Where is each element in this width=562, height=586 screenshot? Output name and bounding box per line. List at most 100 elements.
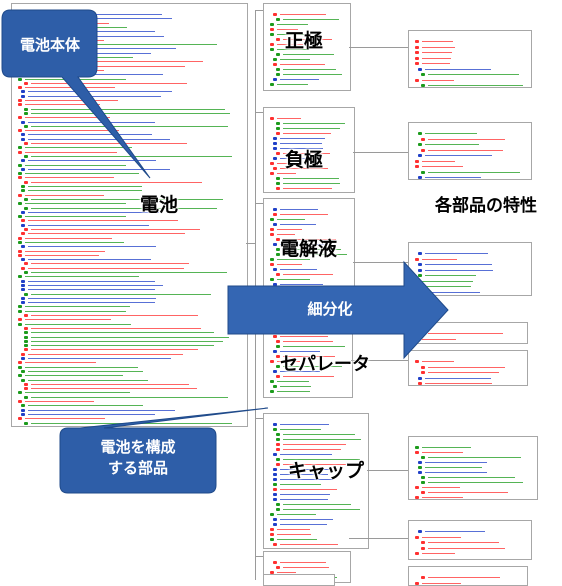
tree-line bbox=[270, 32, 346, 37]
tree-node-icon bbox=[24, 111, 28, 115]
tree-line bbox=[24, 107, 243, 112]
tree-line bbox=[21, 218, 243, 223]
tree-node-icon bbox=[273, 468, 277, 471]
tree-node-icon bbox=[18, 215, 22, 219]
tree-node-icon bbox=[415, 360, 419, 363]
tree-line bbox=[276, 17, 346, 22]
tree-node-icon bbox=[270, 263, 274, 266]
tree-node-icon bbox=[273, 147, 277, 150]
tree-line bbox=[21, 184, 243, 189]
tree-node-icon bbox=[276, 508, 280, 511]
tree-node-icon bbox=[273, 543, 277, 546]
tree-node-icon bbox=[24, 339, 28, 343]
tree-node-icon bbox=[418, 376, 422, 380]
tree-node-icon bbox=[21, 408, 25, 412]
tree-node-icon bbox=[415, 581, 419, 585]
tree-node-icon bbox=[276, 38, 280, 41]
tree-node-icon bbox=[276, 566, 280, 569]
tree-node-cap bbox=[263, 413, 369, 549]
tree-node-icon bbox=[273, 350, 277, 353]
tree-line bbox=[21, 257, 243, 262]
tree-line bbox=[415, 495, 533, 499]
tree-node-icon bbox=[21, 90, 25, 94]
tree-node-icon bbox=[24, 395, 28, 399]
tree-node-icon bbox=[276, 187, 280, 190]
tree-node-icon bbox=[270, 538, 274, 541]
tree-line bbox=[24, 270, 243, 275]
tree-node-icon bbox=[21, 245, 25, 249]
tree-line bbox=[418, 153, 527, 158]
tree-line bbox=[270, 22, 346, 27]
tree-line bbox=[273, 482, 364, 487]
tree-line bbox=[18, 249, 243, 254]
tree-line bbox=[270, 171, 350, 176]
tree-line bbox=[415, 551, 527, 556]
tree-node-icon bbox=[18, 86, 22, 90]
tree-node-icon bbox=[415, 56, 419, 60]
tree-line bbox=[276, 437, 364, 442]
tree-line bbox=[24, 261, 243, 266]
tree-node-icon bbox=[24, 180, 28, 184]
tree-node-icon bbox=[273, 137, 277, 140]
tree-line bbox=[273, 282, 350, 287]
tree-node-icon bbox=[421, 137, 425, 141]
tree-node-icon bbox=[415, 62, 419, 65]
tree-node-icon bbox=[24, 421, 28, 425]
tree-line bbox=[21, 296, 243, 301]
tree-node-icon bbox=[418, 263, 422, 266]
tree-line bbox=[276, 67, 346, 72]
tree-line bbox=[276, 181, 350, 186]
tree-line bbox=[21, 300, 243, 305]
tree-node-icon bbox=[276, 152, 280, 155]
tree-node-icon bbox=[276, 182, 280, 185]
tree-line bbox=[24, 197, 243, 202]
tree-line bbox=[273, 467, 364, 472]
tree-line bbox=[21, 210, 243, 215]
tree-line bbox=[24, 141, 243, 146]
tree-node-icon bbox=[21, 279, 25, 283]
callout-battery-body bbox=[1, 9, 151, 179]
tree-line bbox=[276, 442, 364, 447]
tree-line bbox=[418, 262, 527, 267]
tree-node-icon bbox=[18, 99, 22, 102]
tree-node-icon bbox=[270, 33, 274, 36]
tree-node-icon bbox=[18, 361, 22, 365]
tree-node-icon bbox=[415, 446, 419, 449]
tree-line bbox=[18, 322, 243, 327]
tree-line bbox=[24, 330, 243, 335]
tree-node-icon bbox=[273, 268, 277, 271]
tree-node-icon bbox=[18, 146, 22, 150]
tree-line bbox=[24, 124, 243, 129]
tree-node-icon bbox=[270, 380, 274, 383]
tree-line bbox=[276, 374, 348, 379]
tree-line bbox=[270, 389, 348, 394]
tree-node-icon bbox=[415, 486, 419, 489]
tree-node-icon bbox=[276, 248, 280, 251]
tree-line bbox=[21, 223, 243, 228]
tree-node-icon bbox=[421, 491, 425, 494]
tree-line bbox=[418, 67, 527, 72]
connector bbox=[255, 112, 263, 113]
tree-node-icon bbox=[18, 318, 22, 322]
tree-node-icon bbox=[270, 360, 274, 363]
tree-line bbox=[273, 427, 364, 432]
tree-line bbox=[418, 381, 523, 385]
tree-line bbox=[415, 164, 527, 169]
tree-line bbox=[276, 237, 350, 242]
tree-node-icon bbox=[21, 185, 25, 188]
tree-line bbox=[24, 343, 243, 348]
tree-node-icon bbox=[273, 423, 277, 426]
tree-line bbox=[273, 517, 364, 522]
tree-node-icon bbox=[415, 78, 419, 82]
tree-node-icon bbox=[24, 228, 28, 231]
tree-line bbox=[270, 379, 348, 384]
tree-line bbox=[18, 193, 243, 198]
tree-line bbox=[273, 77, 346, 82]
tree-node-icon bbox=[418, 67, 422, 71]
tree-node-icon bbox=[24, 262, 28, 266]
tree-node-icon bbox=[21, 137, 25, 141]
tree-node-icon bbox=[270, 533, 274, 536]
label-separator: セパレータ bbox=[280, 354, 370, 375]
tree-line bbox=[421, 170, 527, 175]
tree-line bbox=[273, 422, 364, 427]
